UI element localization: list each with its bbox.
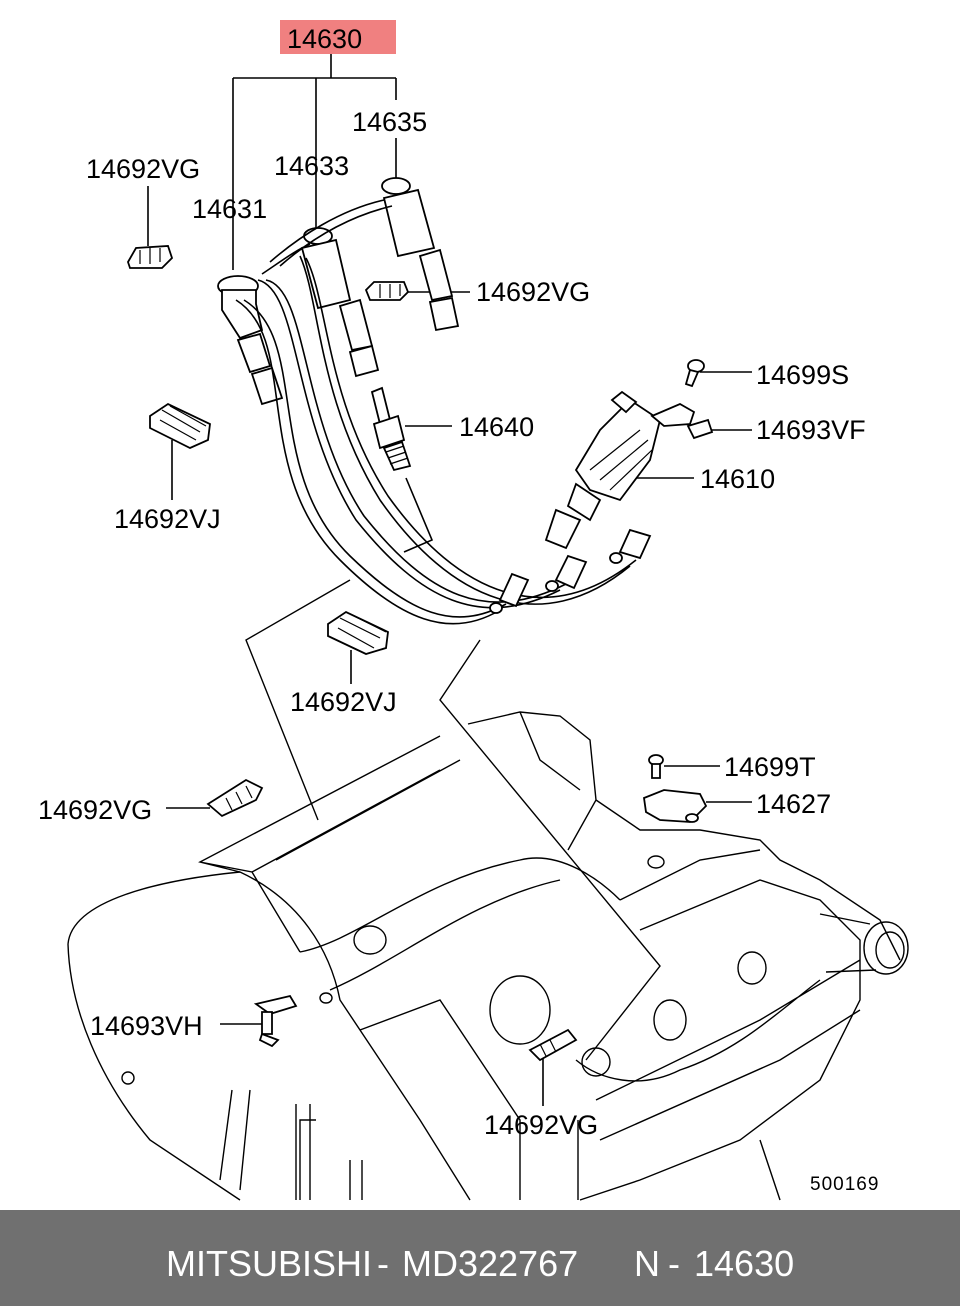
ignition-cables [235,199,637,625]
main-part-bracket [232,54,397,270]
footer-ref-separator: - [668,1243,680,1284]
bolt-14699t [648,754,664,779]
drawing-number: 500169 [810,1174,879,1195]
main-part-highlight [280,20,396,54]
label-14631[interactable]: 14631 [192,194,267,224]
bolt-14699s [684,359,705,388]
engine-block [67,579,909,1201]
footer-part-number[interactable]: MD322767 [402,1243,578,1284]
label-14692vg-top-left[interactable]: 14692VG [86,154,200,184]
label-14692vj-left[interactable]: 14692VJ [114,504,221,534]
label-14692vg-left[interactable]: 14692VG [38,795,152,825]
footer-ref-prefix: N [634,1243,660,1284]
label-14640[interactable]: 14640 [459,412,534,442]
bracket-14693vh [253,994,298,1048]
footer-separator: - [377,1243,389,1284]
spark-plug-wire-14631 [217,275,284,406]
footer-brand: MITSUBISHI [166,1243,372,1284]
footer-bar [0,1210,960,1306]
label-14692vg-right[interactable]: 14692VG [476,277,590,307]
label-14699s[interactable]: 14699S [756,360,849,390]
label-14692vj-center[interactable]: 14692VJ [290,687,397,717]
clip-14692vj-left [149,402,211,449]
spark-plug-wire-14635 [381,177,460,332]
label-14693vh[interactable]: 14693VH [90,1011,203,1041]
label-14627[interactable]: 14627 [756,789,831,819]
clip-14692vg-top-left [127,245,174,269]
clip-14692vg-left [206,778,264,818]
distributor-boots [489,528,652,614]
label-14610[interactable]: 14610 [700,464,775,494]
sensor-14627 [643,789,708,823]
spark-plug-wire-14633 [300,227,380,378]
label-14633[interactable]: 14633 [274,151,349,181]
label-14635[interactable]: 14635 [352,107,427,137]
label-14699t[interactable]: 14699T [724,752,816,782]
footer-ref-number[interactable]: 14630 [694,1243,794,1284]
spark-plug-14640 [370,386,434,553]
clip-14692vg-right [364,281,410,301]
distributor-14610 [544,390,662,550]
bracket-14693vf [650,402,714,440]
clip-14692vg-bottom [528,1028,578,1062]
label-14693vf[interactable]: 14693VF [756,415,866,445]
clip-14692vj-center [327,610,389,655]
label-14630[interactable]: 14630 [287,24,362,54]
label-14692vg-bottom[interactable]: 14692VG [484,1110,598,1140]
